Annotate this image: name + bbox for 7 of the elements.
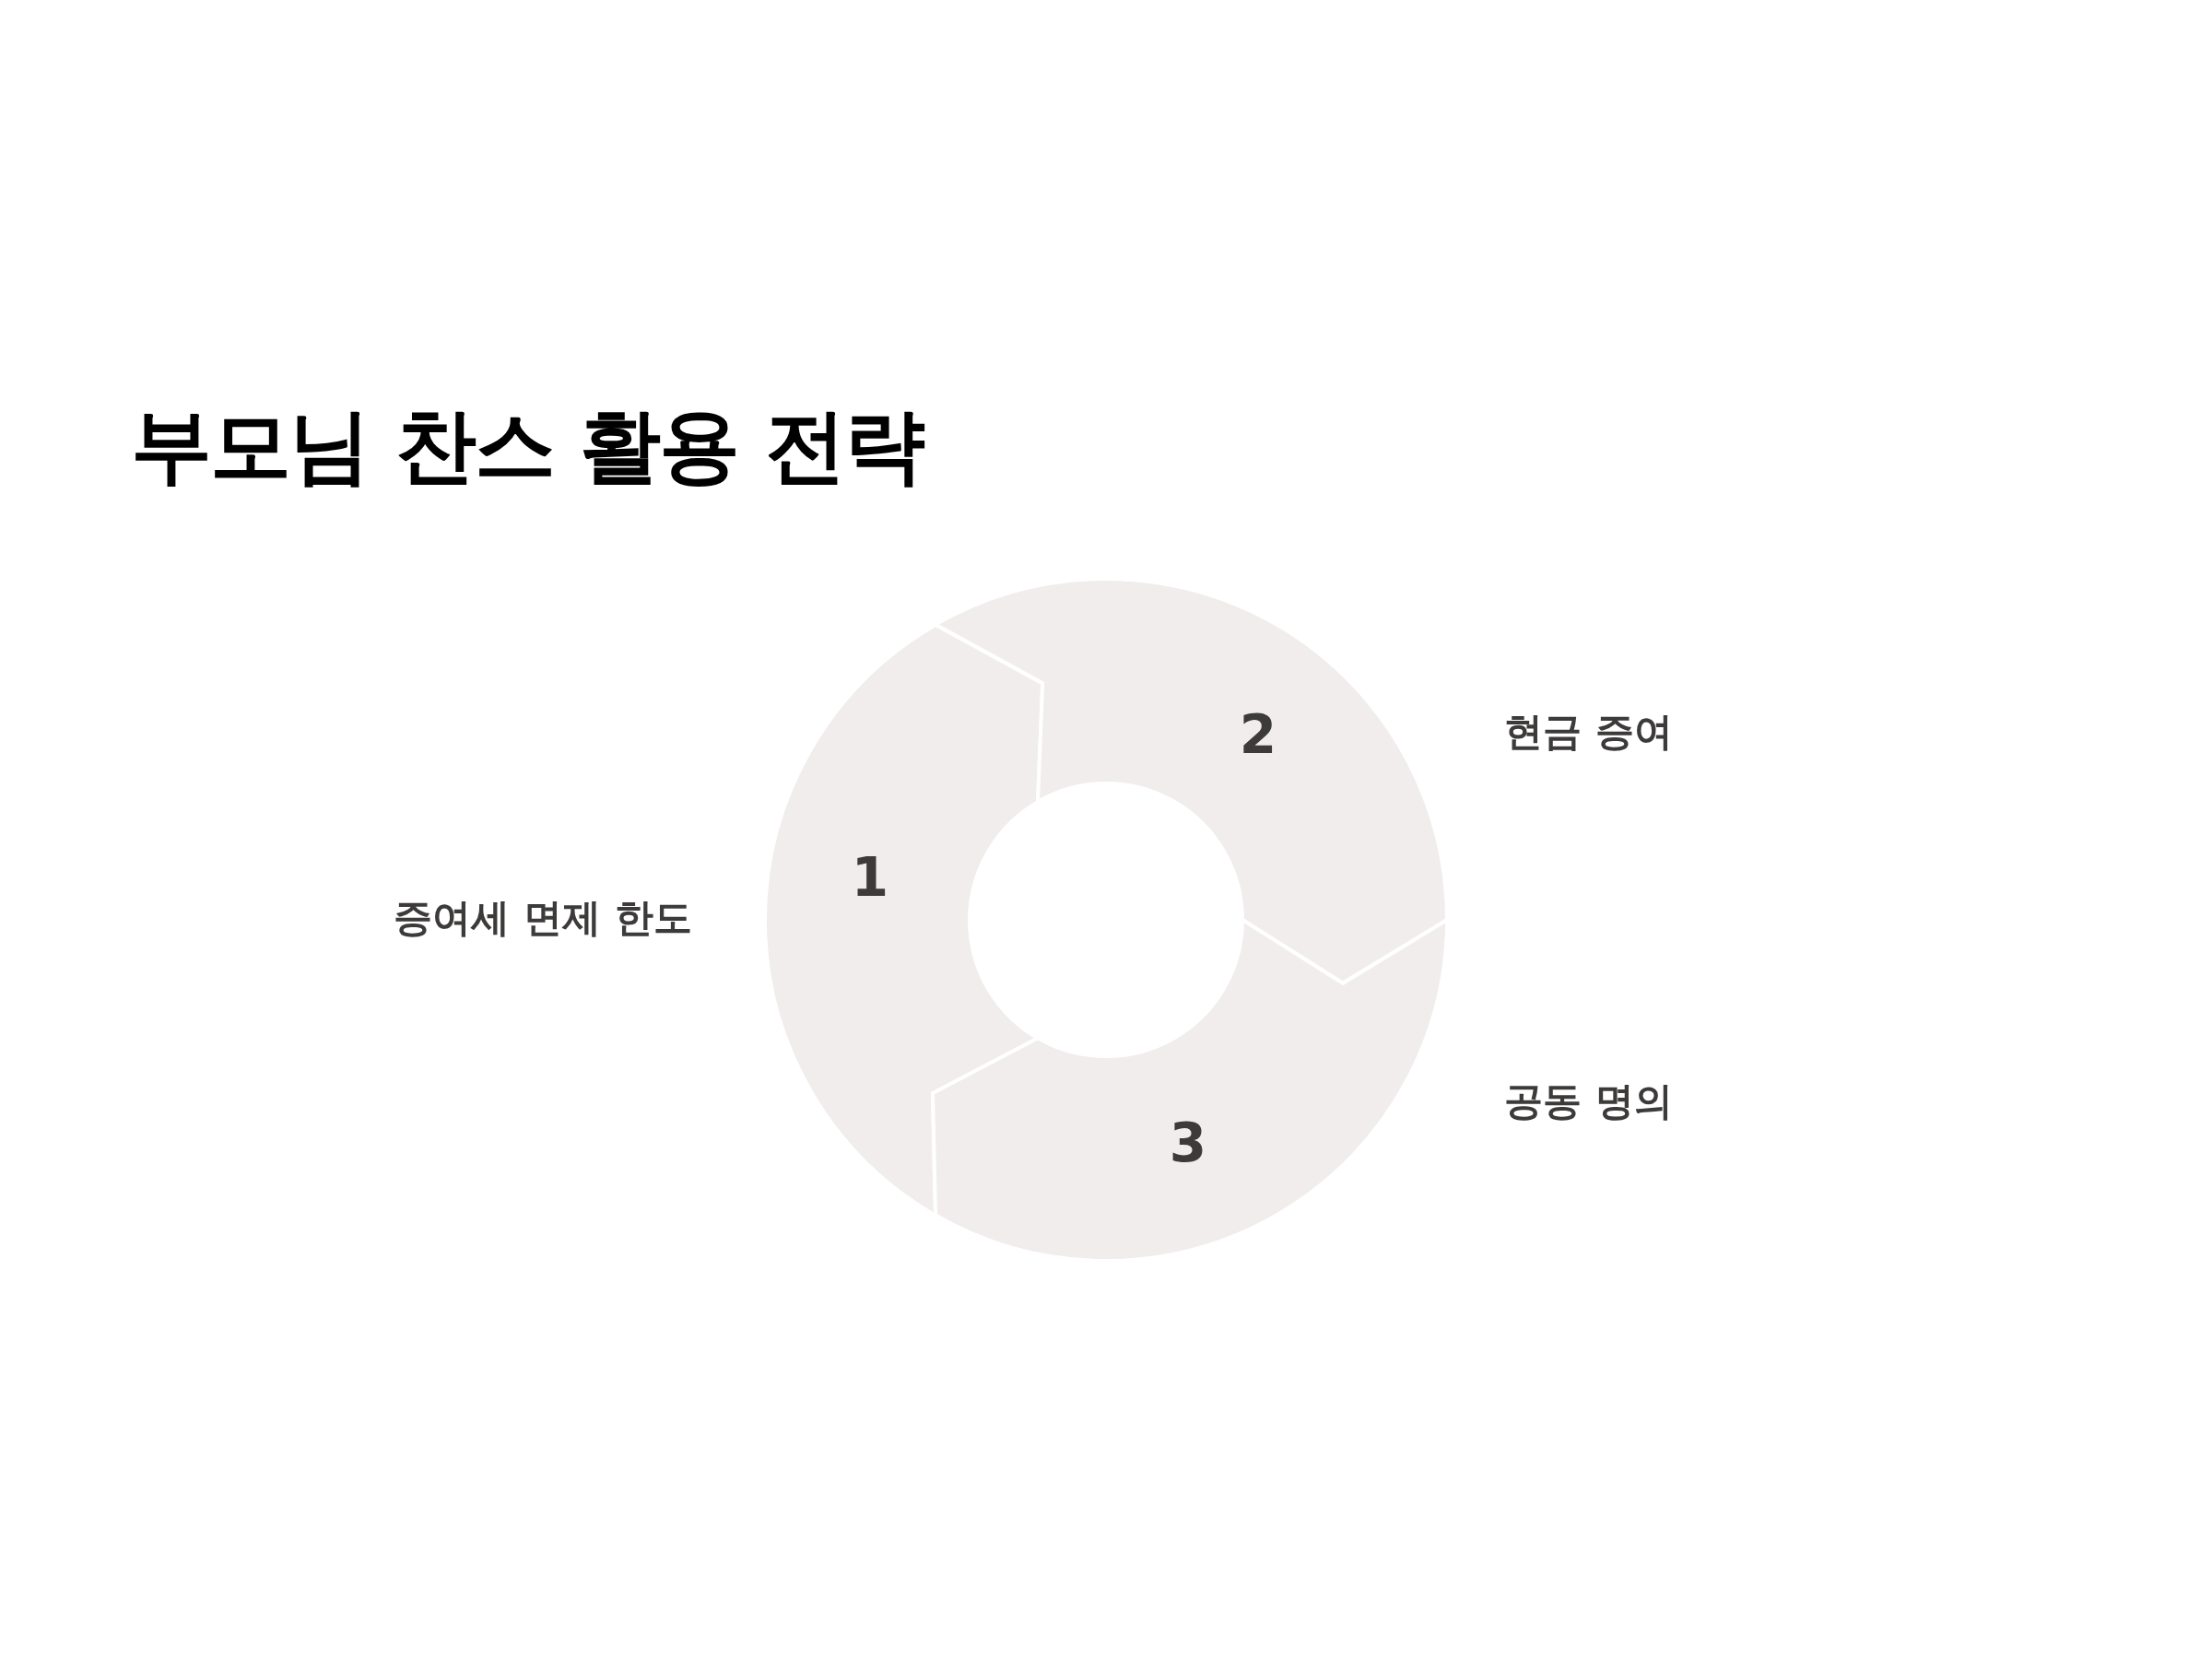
step-number: 3 (1169, 1116, 1207, 1170)
title: 부모님 찬스 활용 전략 (131, 397, 924, 495)
step-number: 1 (851, 851, 889, 904)
step-label: 공동 명의 (1504, 1077, 1673, 1125)
step-label: 현금 증여 (1504, 708, 1673, 756)
step-label: 증여세 면제 한도 (394, 894, 692, 942)
step-number: 2 (1239, 708, 1277, 761)
